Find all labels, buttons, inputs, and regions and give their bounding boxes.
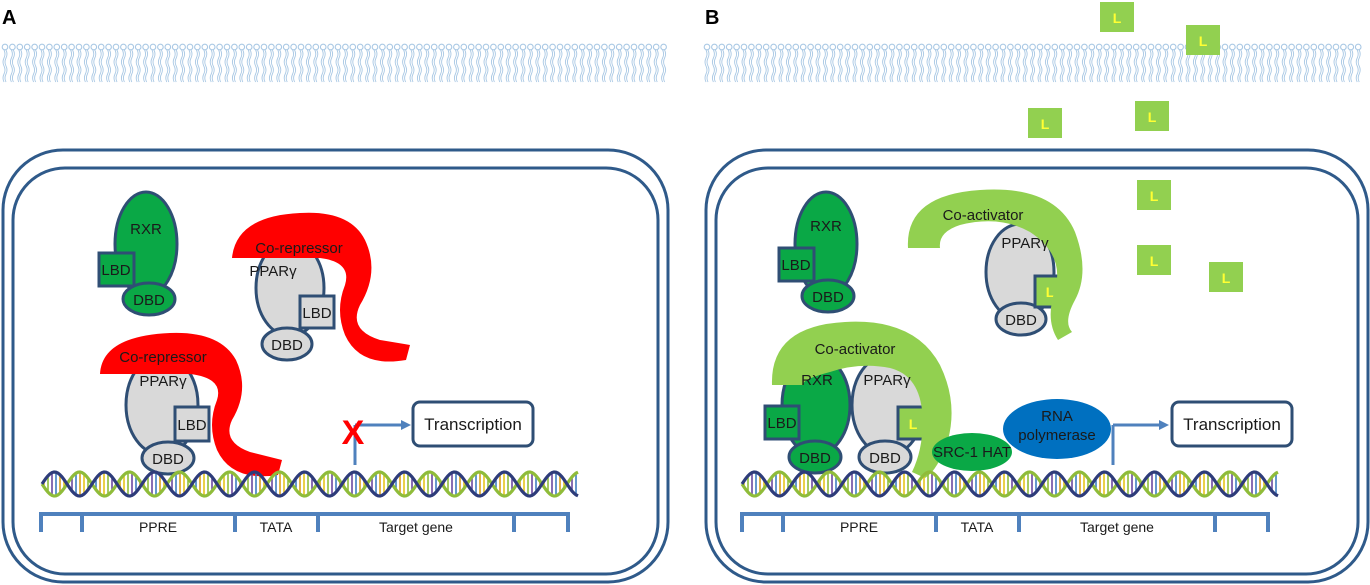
- ligand-label: L: [1041, 116, 1050, 132]
- rna-label-line1: RNA: [1041, 408, 1073, 425]
- corepressor-label: Co-repressor: [255, 240, 343, 257]
- lbd-label: LBD: [302, 305, 331, 322]
- ppar-complex-top-a: DBD LBD Co-repressor PPARγ: [232, 212, 410, 362]
- dna-helix-b: [740, 470, 1279, 498]
- ligand-label: L: [1222, 270, 1231, 286]
- transcription-label: Transcription: [424, 415, 522, 434]
- tata-label: TATA: [961, 519, 994, 535]
- panel-letter-b: B: [705, 7, 719, 29]
- lbd-label: LBD: [781, 257, 810, 274]
- transcription-label: Transcription: [1183, 415, 1281, 434]
- dbd-domain: [121, 281, 177, 317]
- corepressor: [232, 212, 410, 362]
- dbd-domain: [787, 439, 843, 475]
- coactivator-label: Co-activator: [943, 207, 1024, 224]
- panel-a: A RXR LBD DBD DBD LBD Co-repressor PPARγ: [1, 7, 670, 584]
- ligand-label: L: [1148, 109, 1157, 125]
- ppar-label: PPARγ: [1001, 235, 1049, 252]
- lbd-label: LBD: [767, 415, 796, 432]
- active-complex-b: LBD DBD DBD L Co-activator RXR PPARγ SRC…: [763, 321, 1111, 478]
- lbd-box: [97, 251, 136, 288]
- dbd-domain: [800, 278, 856, 314]
- rxr-label: RXR: [130, 221, 162, 238]
- lbd-label: LBD: [177, 417, 206, 434]
- ppar-label: PPARγ: [863, 372, 911, 389]
- cell-membrane-b: [703, 43, 1362, 83]
- nucleus-a: [1, 148, 670, 584]
- gene-bracket-a: PPRE TATA Target gene: [39, 512, 570, 535]
- panel-b: B L L L L L L L RXR LBD DBD DBD L Co-activator: [703, 2, 1370, 584]
- ligands: L L L L L L L: [1028, 2, 1243, 292]
- transcription-blocked-a: X Transcription: [342, 400, 535, 465]
- rxr-complex-b: RXR LBD DBD: [777, 190, 859, 314]
- dbd-label: DBD: [1005, 312, 1037, 329]
- rxr-label: RXR: [810, 218, 842, 235]
- dbd-label: DBD: [152, 451, 184, 468]
- gene-bracket-b: PPRE TATA Target gene: [740, 512, 1270, 535]
- tata-label: TATA: [260, 519, 293, 535]
- rna-label-line2: polymerase: [1018, 427, 1096, 444]
- blocked-x: X: [342, 414, 365, 452]
- ppar-label: PPARγ: [139, 373, 187, 390]
- dbd-label: DBD: [271, 337, 303, 354]
- transcription-box: [411, 400, 535, 448]
- target-gene-label: Target gene: [1080, 519, 1154, 535]
- ppre-label: PPRE: [139, 519, 177, 535]
- ligand-label: L: [1113, 10, 1122, 26]
- dbd-domain: [994, 301, 1048, 337]
- coactivator: [771, 321, 952, 478]
- dbd-label: DBD: [799, 450, 831, 467]
- lbd-box: [173, 405, 211, 443]
- lbd-box: [763, 404, 801, 441]
- cell-membrane-a: [1, 43, 667, 83]
- lbd-box: [777, 246, 816, 283]
- ligand: [1135, 101, 1169, 131]
- src1-label: SRC-1 HAT: [933, 444, 1011, 461]
- dbd-label: DBD: [869, 450, 901, 467]
- dna-helix-a: [40, 470, 579, 498]
- ligand: [1137, 245, 1171, 275]
- transcription-active-b: Transcription: [1111, 400, 1294, 465]
- corepressor-label: Co-repressor: [119, 349, 207, 366]
- ppar-complex-bottom-a: DBD LBD Co-repressor PPARγ: [100, 332, 282, 477]
- ligand: [1186, 25, 1220, 55]
- dbd-domain: [260, 326, 314, 362]
- ligand-label: L: [1046, 284, 1055, 300]
- rxr-label: RXR: [801, 372, 833, 389]
- src1-hat: [932, 433, 1012, 471]
- ligand: [1028, 108, 1062, 138]
- corepressor: [100, 332, 282, 477]
- ligand: [1100, 2, 1134, 32]
- ligand-label: L: [1150, 253, 1159, 269]
- ppar-complex-top-b: DBD L Co-activator PPARγ: [907, 189, 1083, 340]
- coactivator-label: Co-activator: [815, 341, 896, 358]
- coactivator: [907, 189, 1083, 340]
- panel-letter-a: A: [2, 7, 16, 29]
- ppre-label: PPRE: [840, 519, 878, 535]
- dbd-label: DBD: [133, 292, 165, 309]
- rna-polymerase: [1003, 399, 1111, 459]
- dbd-domain: [140, 440, 196, 476]
- nucleus-b: [704, 148, 1370, 584]
- lbd-box: [298, 294, 336, 330]
- ligand: [1209, 262, 1243, 292]
- lbd-label: LBD: [101, 262, 130, 279]
- ligand-label: L: [1150, 188, 1159, 204]
- ligand-label: L: [909, 416, 918, 432]
- ppar-label: PPARγ: [249, 263, 297, 280]
- ligand: [1137, 180, 1171, 210]
- dbd-label: DBD: [812, 289, 844, 306]
- transcription-box: [1170, 400, 1294, 448]
- target-gene-label: Target gene: [379, 519, 453, 535]
- ligand-label: L: [1199, 33, 1208, 49]
- rxr-complex-a: RXR LBD DBD: [97, 190, 179, 317]
